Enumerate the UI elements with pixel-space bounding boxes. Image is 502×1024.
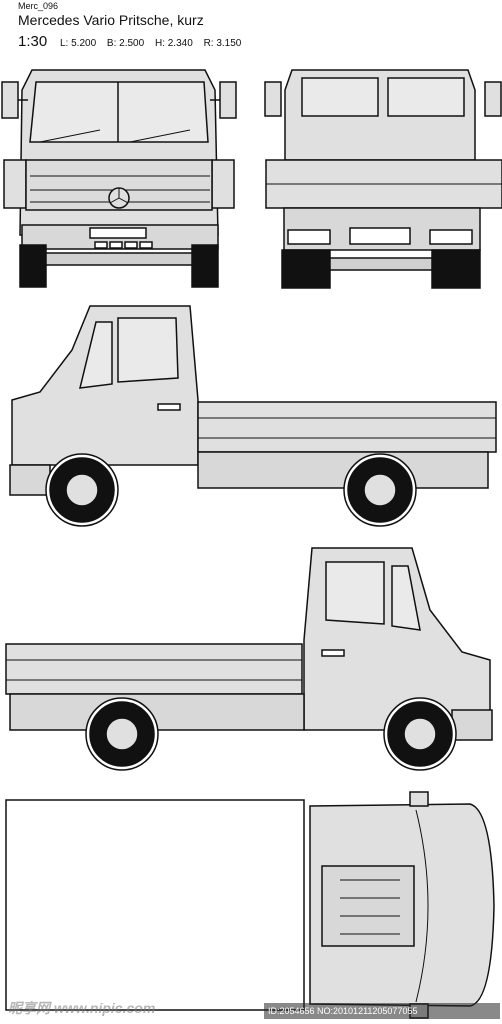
rear-right-tires	[431, 249, 481, 289]
left-mirror	[1, 81, 19, 119]
right-front-tire	[191, 244, 219, 288]
rear-light-left	[287, 229, 331, 245]
side-view-left	[9, 305, 497, 527]
front-bumper-side-r	[451, 709, 493, 741]
front-bumper-side	[9, 464, 51, 496]
spec-height: H: 2.340	[154, 38, 193, 49]
spec-length: L: 5.200	[59, 38, 97, 49]
spec-width: B: 2.500	[106, 38, 145, 49]
side-window	[117, 317, 179, 383]
left-side-step	[3, 159, 27, 209]
front-view	[1, 69, 237, 288]
rear-window-right	[387, 77, 465, 117]
rear-view	[264, 69, 502, 289]
windshield	[29, 81, 209, 143]
side-window-r	[325, 561, 385, 625]
flatbed-side-panel-r	[5, 643, 303, 695]
side-view-right	[5, 547, 493, 771]
top-left-mirror	[409, 791, 429, 807]
rear-light-right	[429, 229, 473, 245]
flatbed-top	[5, 799, 305, 1011]
rear-left-mirror	[264, 81, 282, 117]
top-view	[5, 791, 495, 1019]
left-front-tire	[19, 244, 47, 288]
side-window-front	[79, 321, 113, 389]
license-plate	[349, 227, 411, 245]
roof-hatch	[321, 865, 415, 947]
drawing-specs: 1:30 L: 5.200 B: 2.500 H: 2.340 R: 3.150	[18, 33, 249, 50]
rear-window-left	[301, 77, 379, 117]
scale-label: 1:30	[18, 33, 48, 50]
rear-right-mirror	[484, 81, 502, 117]
spec-radius: R: 3.150	[203, 38, 242, 49]
drawing-title: Mercedes Vario Pritsche, kurz	[18, 12, 204, 28]
rear-left-tires	[281, 249, 331, 289]
drawing-code: Merc_096	[18, 1, 59, 11]
right-mirror	[219, 81, 237, 119]
flatbed-side-panel	[197, 401, 497, 453]
underbody	[197, 451, 489, 489]
watermark-id: ID:2054656 NO:20101211205077055	[264, 1003, 500, 1019]
right-side-step	[211, 159, 235, 209]
side-window-front-r	[391, 565, 421, 631]
watermark-site: 昵享网 www.nipic.com	[8, 1000, 156, 1016]
